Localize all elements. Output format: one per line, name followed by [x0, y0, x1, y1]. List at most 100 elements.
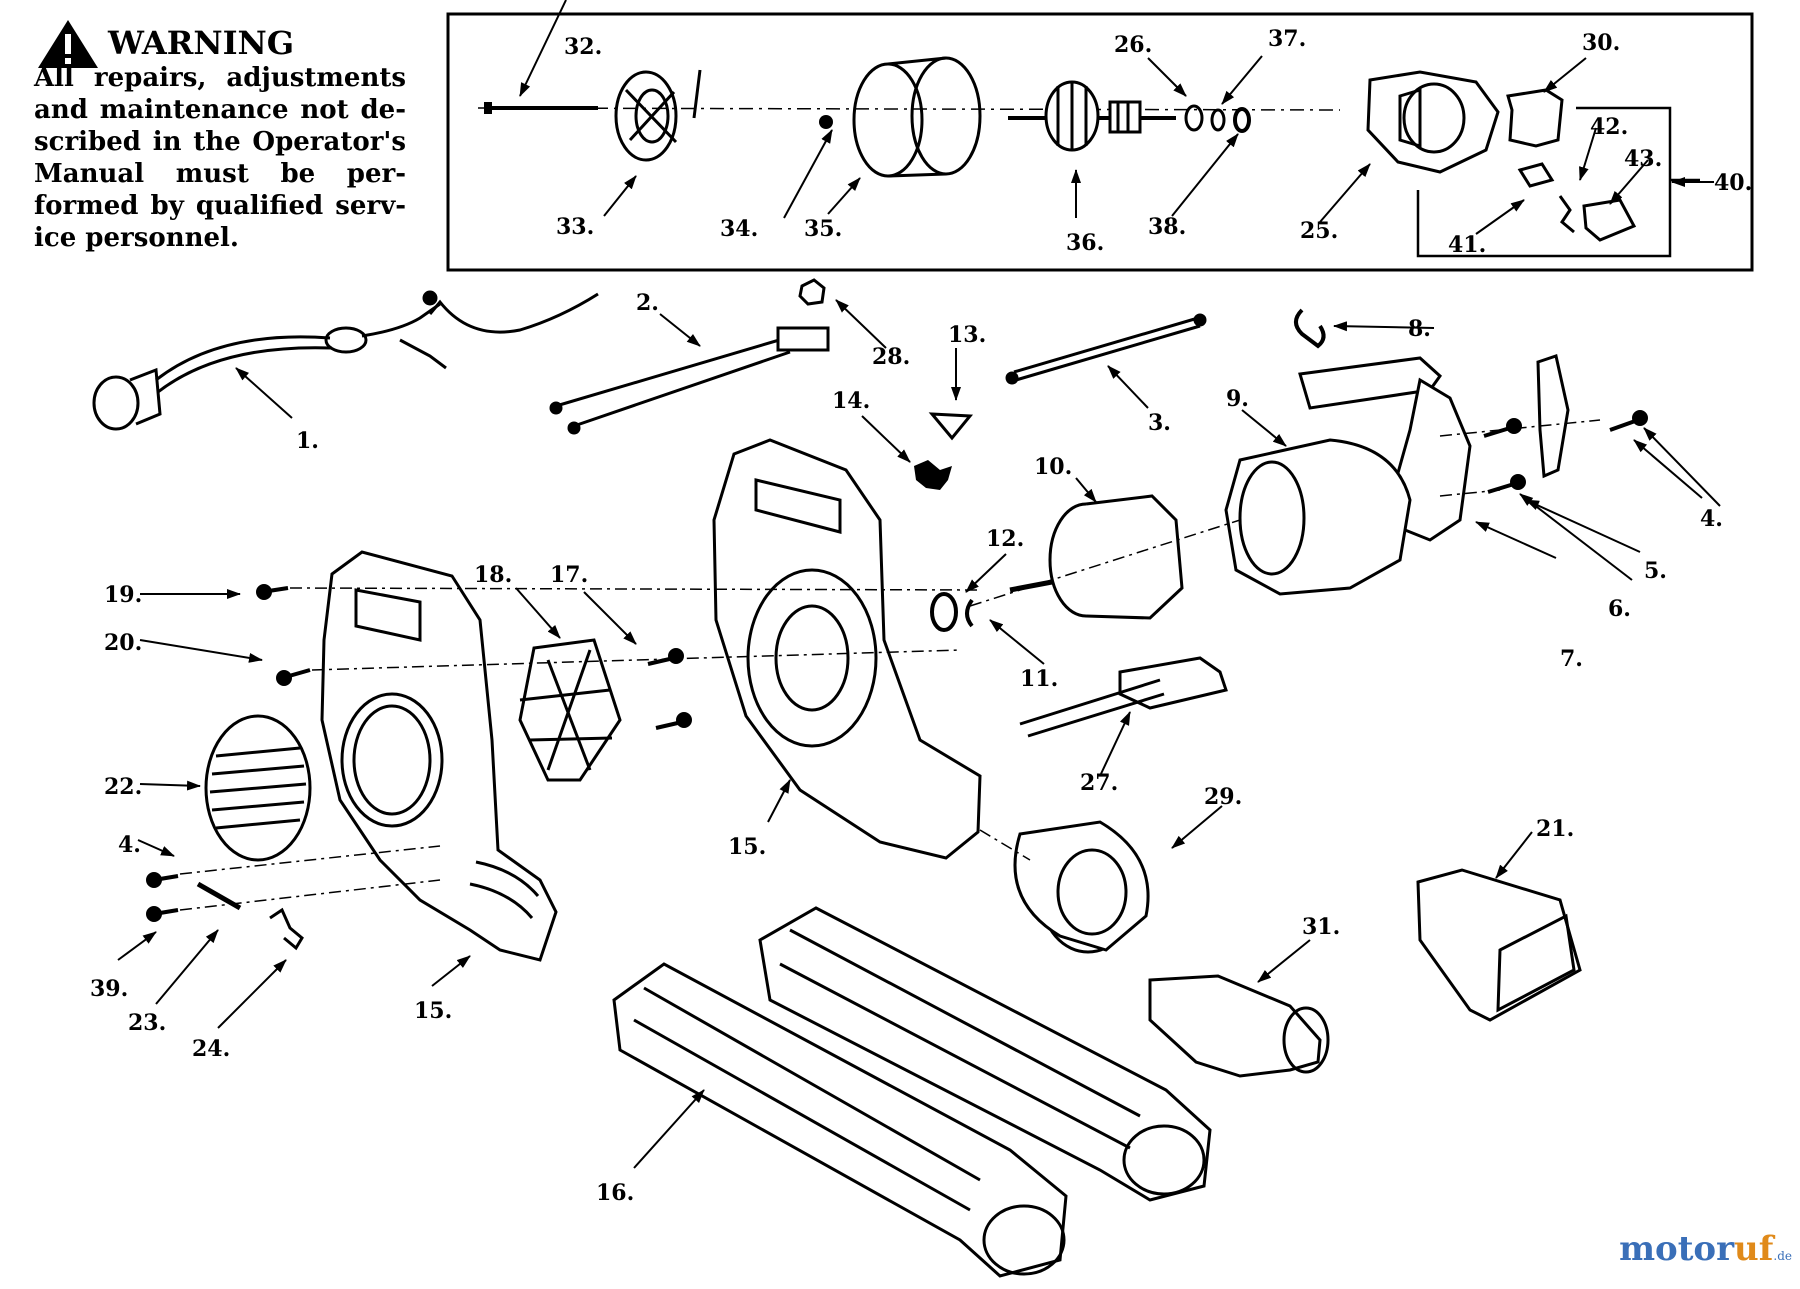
callout-label: 10. [1034, 454, 1072, 480]
warning-line: Manual must be per- [34, 159, 406, 189]
callout-label: 12. [986, 526, 1024, 552]
callout-label: 19. [104, 582, 142, 608]
part-16-tube-a [612, 962, 1068, 1278]
warning-title: WARNING [108, 24, 295, 62]
callout-label: 18. [474, 562, 512, 588]
part-motor-housing [1224, 438, 1412, 596]
part-5-latch [1536, 354, 1570, 479]
warning-line: and maintenance not de- [34, 95, 406, 125]
callout-label: 33. [556, 214, 594, 240]
callout-label: 5. [1644, 558, 1667, 584]
part-26-washer [1184, 104, 1204, 132]
part-7-bracket [1394, 377, 1472, 542]
callout-label: 23. [128, 1010, 166, 1036]
callout-label: 11. [1020, 666, 1058, 692]
callout-label: 43. [1624, 146, 1662, 172]
callout-label: 4. [118, 832, 141, 858]
callout-label: 2. [636, 290, 659, 316]
part-20-screw [276, 668, 311, 686]
part-16-tube-b [758, 906, 1212, 1202]
part-36-armature [1008, 80, 1176, 152]
part-35-field-housing [852, 56, 982, 178]
callout-label: 15. [414, 998, 452, 1024]
callout-label: 30. [1582, 30, 1620, 56]
warning-line: ice personnel. [34, 223, 239, 253]
callout-label: 13. [948, 322, 986, 348]
callout-label: 37. [1268, 26, 1306, 52]
part-37-clip [1210, 108, 1226, 132]
warning-line: scribed in the Operator's [34, 127, 406, 157]
part-24-spring-clip [269, 907, 304, 951]
callout-label: 8. [1408, 316, 1431, 342]
part-38-bearing [1233, 107, 1251, 133]
part-18-impeller [518, 638, 622, 782]
part-4-screw-left [146, 872, 179, 888]
callout-label: 24. [192, 1036, 230, 1062]
part-39-screw [146, 906, 179, 922]
callout-label: 4. [1700, 506, 1723, 532]
callout-leaders [117, 0, 1721, 1169]
callout-label: 3. [1148, 410, 1171, 436]
watermark-part2: uf [1734, 1229, 1774, 1269]
part-42-spring [1558, 195, 1575, 234]
callout-label: 39. [90, 976, 128, 1002]
callout-label: 22. [104, 774, 142, 800]
callout-label: 16. [596, 1180, 634, 1206]
motor-inset-box [446, 12, 1754, 272]
part-4-screw-right [1609, 410, 1648, 432]
part-13-cap [928, 412, 974, 441]
callout-label: 42. [1590, 114, 1628, 140]
warning-line: formed by qualified serv- [34, 191, 406, 221]
callout-label: 15. [728, 834, 766, 860]
watermark-part1: motor [1619, 1229, 1735, 1269]
callout-label: 14. [832, 388, 870, 414]
part-14-star-washer [914, 460, 952, 490]
part-11-clip [965, 598, 974, 628]
warning-text: All repairs, adjustments and maintenance… [34, 62, 406, 254]
callout-label: 36. [1066, 230, 1104, 256]
part-9-handle [1298, 356, 1442, 410]
callout-label: 26. [1114, 32, 1152, 58]
part-15-housing-rear [712, 438, 982, 860]
watermark-logo: motoruf.de [1619, 1229, 1792, 1269]
part-2-wire-leads [549, 326, 830, 435]
part-34-washer [819, 115, 833, 129]
part-22-grille [204, 714, 312, 862]
part-30-brush-holder [1506, 88, 1564, 148]
part-33-end-bell [614, 69, 702, 162]
assembly-axis-lines [179, 419, 1601, 911]
callout-labels: 1. 2. 3. 4. 4. 5. 6. 7. 8. 9. 10. 11. 12… [90, 26, 1752, 1206]
callout-label: 35. [804, 216, 842, 242]
part-15-housing-front [320, 550, 558, 962]
callout-label: 25. [1300, 218, 1338, 244]
callout-label: 29. [1204, 784, 1242, 810]
callout-label: 21. [1536, 816, 1574, 842]
callout-label: 28. [872, 344, 910, 370]
callout-label: 20. [104, 630, 142, 656]
part-25-brush-housing [1366, 70, 1500, 174]
part-31-elbow [1148, 974, 1330, 1078]
part-43-brush-assembly [1582, 198, 1637, 242]
part-32-screw [484, 102, 598, 114]
callout-label: 34. [720, 216, 758, 242]
callout-label: 40. [1714, 170, 1752, 196]
part-28-nut [798, 278, 826, 306]
part-12-washer [930, 592, 958, 632]
part-21-flat-nozzle [1416, 868, 1582, 1022]
callout-label: 41. [1448, 232, 1486, 258]
callout-label: 1. [296, 428, 319, 454]
part-19-screw [256, 584, 289, 600]
warning-line: All repairs, adjustments [34, 63, 406, 93]
callout-label: 7. [1560, 646, 1583, 672]
callout-label: 9. [1226, 386, 1249, 412]
warning-heading: WARNING [36, 18, 294, 74]
warning-triangle-icon [38, 20, 98, 68]
part-41-brush [1517, 162, 1555, 188]
callout-label: 27. [1080, 770, 1118, 796]
part-8-clip [1294, 308, 1326, 349]
part-1-cord [92, 290, 599, 431]
part-10-motor [1009, 494, 1184, 620]
callout-label: 6. [1608, 596, 1631, 622]
part-27-switch [1019, 656, 1228, 738]
